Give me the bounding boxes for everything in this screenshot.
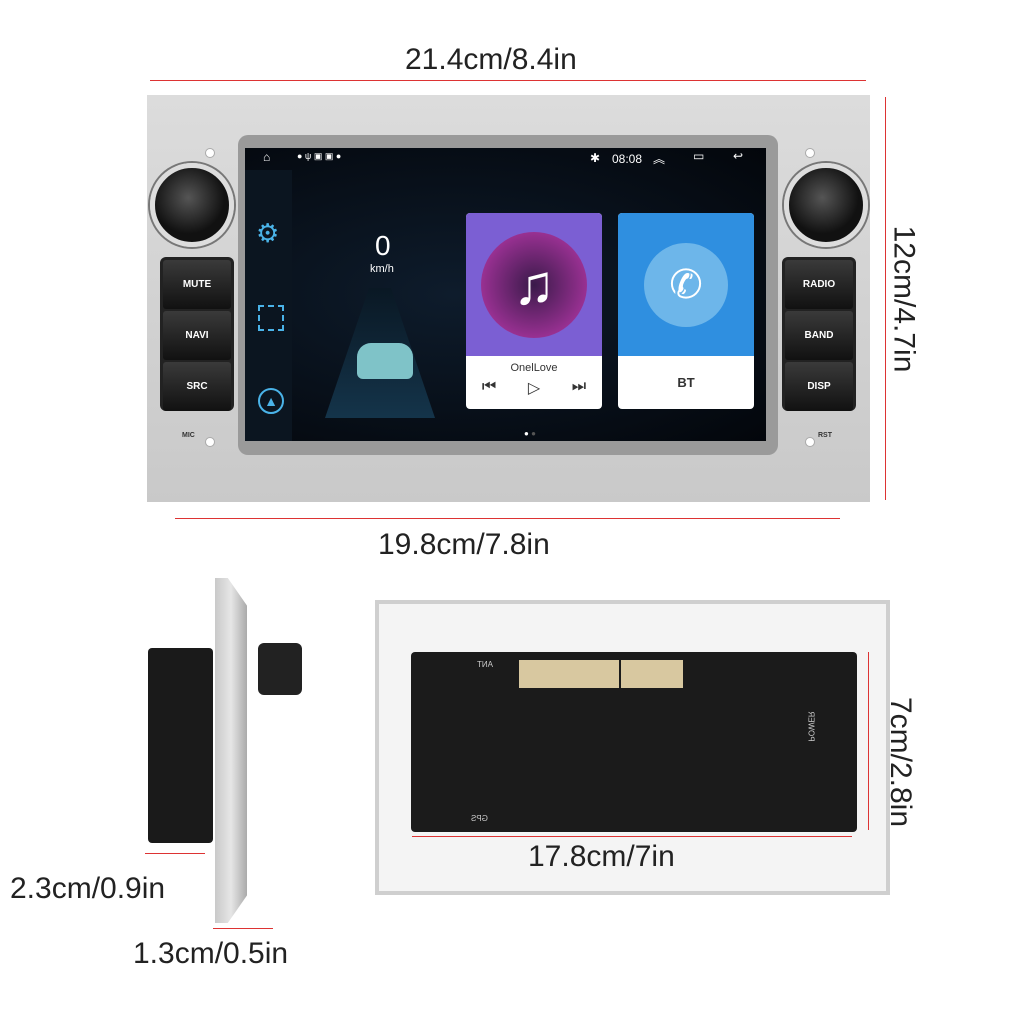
car-graphic <box>357 343 413 379</box>
back-height-label: 7cm/2.8in <box>884 696 918 828</box>
bluetooth-icon: ✱ <box>590 151 601 165</box>
volume-knob-left[interactable] <box>150 163 234 247</box>
dimension-line-right <box>885 97 886 500</box>
navigation-icon[interactable]: ▲ <box>258 388 284 414</box>
mic-label: MIC <box>182 432 195 439</box>
front-height-label: 12cm/4.7in <box>887 225 921 373</box>
side-knob <box>258 643 302 695</box>
status-bar: ⌂ ● ψ ▣ ▣ ● ✱ 08:08 ︽ ▭ ↩ <box>245 148 766 170</box>
aux-connector <box>621 660 683 688</box>
page-indicator: ● ● <box>524 429 536 438</box>
power-label: POWER <box>806 711 816 742</box>
right-button-column: RADIO BAND DISP <box>782 257 856 411</box>
back-icon[interactable]: ↩ <box>733 149 744 163</box>
gps-label: GPS <box>471 814 488 823</box>
music-title: OnelLove <box>510 362 558 374</box>
tune-knob-right[interactable] <box>784 163 868 247</box>
rst-label: RST <box>818 432 832 439</box>
speed-unit: km/h <box>370 263 394 275</box>
front-width-label: 21.4cm/8.4in <box>405 43 577 76</box>
next-track-icon[interactable]: ⏭ <box>571 378 587 395</box>
expand-icon[interactable]: ︽ <box>653 152 666 166</box>
music-widget[interactable]: ♫ OnelLove ⏮ ▷ ⏭ <box>466 213 602 409</box>
back-width-label: 17.8cm/7in <box>528 840 675 873</box>
side-dock: ⚙ ▲ <box>245 170 292 441</box>
left-button-column: MUTE NAVI SRC <box>160 257 234 411</box>
notification-icons: ● ψ ▣ ▣ ● <box>297 151 342 161</box>
music-note-icon: ♫ <box>481 231 587 338</box>
disp-button[interactable]: DISP <box>785 362 853 411</box>
ant-label: ANT <box>477 660 493 669</box>
band-button[interactable]: BAND <box>785 311 853 360</box>
bt-label: BT <box>677 375 695 390</box>
back-view-unit: ANT GPS POWER <box>375 600 890 895</box>
touch-screen[interactable]: ⌂ ● ψ ▣ ▣ ● ✱ 08:08 ︽ ▭ ↩ ⚙ ▲ 0 km/h ♫ O… <box>245 148 766 441</box>
bluetooth-widget[interactable]: ✆ BT <box>618 213 754 409</box>
side-panel-label: 1.3cm/0.5in <box>133 937 289 970</box>
radio-button[interactable]: RADIO <box>785 260 853 309</box>
previous-track-icon[interactable]: ⏮ <box>481 378 497 395</box>
side-depth-label: 2.3cm/0.9in <box>10 872 166 905</box>
bluetooth-phone-icon: ✆ <box>644 242 728 327</box>
chassis-width-label: 19.8cm/7.8in <box>378 528 550 561</box>
src-button[interactable]: SRC <box>163 362 231 411</box>
speed-value: 0 <box>375 230 391 261</box>
clock: 08:08 <box>612 152 643 166</box>
home-icon[interactable]: ⌂ <box>263 150 271 164</box>
apps-grid-icon[interactable] <box>258 305 284 331</box>
recent-apps-icon[interactable]: ▭ <box>693 149 705 163</box>
dimension-line-top <box>150 80 866 81</box>
dimension-line-bottom <box>175 518 840 519</box>
mute-button[interactable]: MUTE <box>163 260 231 309</box>
navi-button[interactable]: NAVI <box>163 311 231 360</box>
iso-connector <box>519 660 619 688</box>
settings-icon[interactable]: ⚙ <box>256 218 280 248</box>
side-view-unit <box>140 578 310 923</box>
play-icon[interactable]: ▷ <box>527 380 541 397</box>
